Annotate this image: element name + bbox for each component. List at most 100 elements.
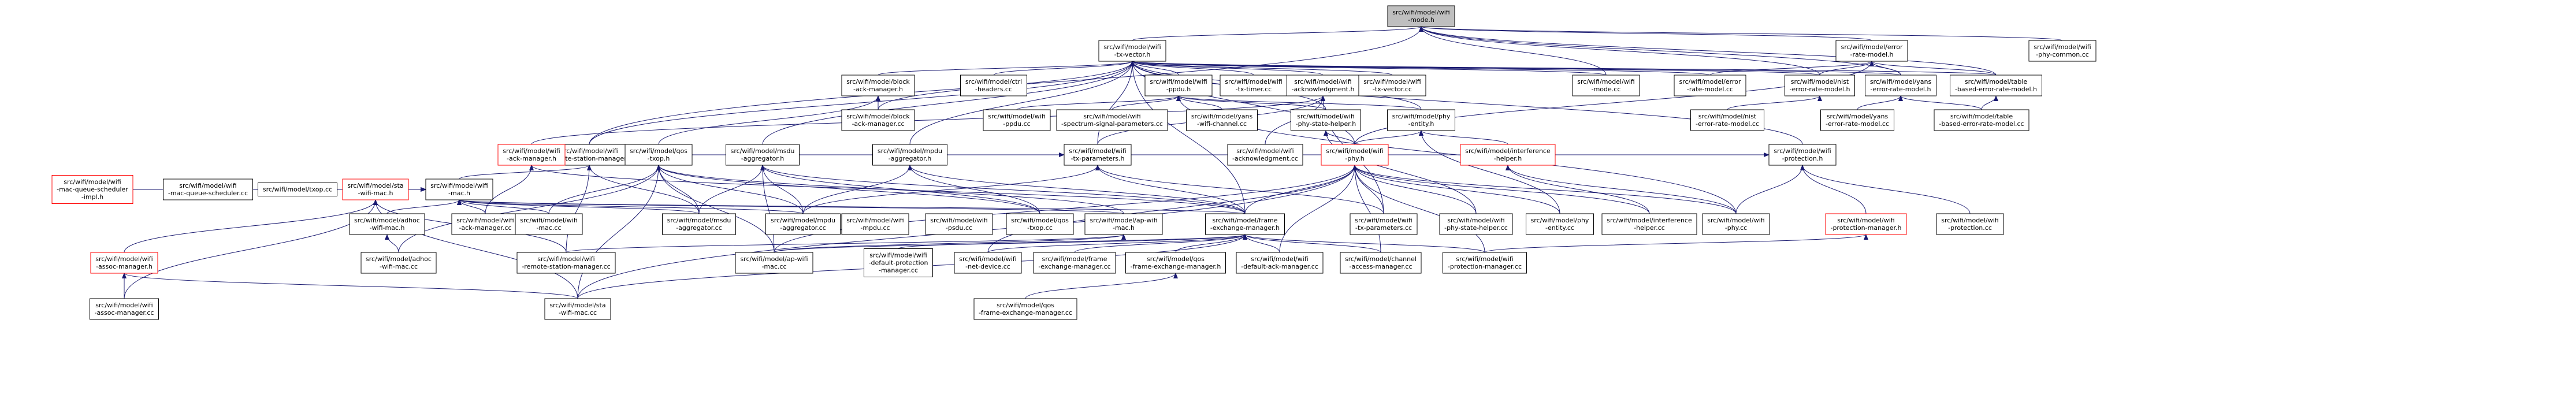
node-txopcc[interactable]: src/wifi/model/txop.cc [258,183,337,196]
node-label-line: src/wifi/model/wifi [179,182,236,189]
node-assoccc[interactable]: src/wifi/model/wifi-assoc-manager.cc [90,298,159,320]
node-mach[interactable]: src/wifi/model/wifi-mac.h [425,178,493,200]
node-label-line: src/wifi/model/wifi [846,217,904,224]
node-phyh[interactable]: src/wifi/model/wifi-phy.h [1321,144,1389,166]
node-rsmcc[interactable]: src/wifi/model/wifi-remote-station-manag… [516,252,616,274]
edge-dacc-to-phyh [1279,165,1357,253]
node-qosfemcc[interactable]: src/wifi/model/qos-frame-exchange-manage… [973,298,1077,320]
edge-nisth-to-root [1419,26,1820,76]
node-mqsh[interactable]: src/wifi/model/wifi-mac-queue-scheduler-… [51,175,133,204]
edge-nistcc-to-nisth [1727,95,1822,110]
node-label-line: -phy.h [1345,155,1364,162]
node-box [1220,75,1288,96]
node-pshh[interactable]: src/wifi/model/wifi-phy-state-helper.h [1291,109,1361,131]
node-qosfemh[interactable]: src/wifi/model/qos-frame-exchange-manage… [1125,252,1226,274]
node-stah[interactable]: src/wifi/model/sta-wifi-mac.h [342,178,409,200]
node-box [925,213,993,235]
node-phycommon[interactable]: src/wifi/model/wifi-phy-common.cc [2028,40,2097,62]
node-errcc[interactable]: src/wifi/model/error-rate-model.cc [1674,75,1746,96]
node-maccc[interactable]: src/wifi/model/wifi-mac.cc [515,213,583,235]
node-femh[interactable]: src/wifi/model/frame-exchange-manager.h [1205,213,1285,235]
node-aph[interactable]: src/wifi/model/ap-wifi-mac.h [1084,213,1163,235]
node-yansh[interactable]: src/wifi/model/yans-error-rate-model.h [1865,75,1936,96]
node-ackmcc[interactable]: src/wifi/model/wifi-ack-manager.cc [451,213,519,235]
node-intfh[interactable]: src/wifi/model/interference-helper.h [1460,144,1556,166]
node-pshcc[interactable]: src/wifi/model/wifi-phy-state-helper.cc [1439,213,1513,235]
node-label-line: -mac.cc [761,263,786,270]
node-femcc[interactable]: src/wifi/model/frame-exchange-manager.cc [1033,252,1116,274]
node-label-line: -assoc-manager.cc [95,309,154,317]
node-spectrum[interactable]: src/wifi/model/wifi-spectrum-signal-para… [1056,109,1168,131]
node-ackh[interactable]: src/wifi/model/wifi-acknowledgment.h [1287,75,1359,96]
node-qoscc[interactable]: src/wifi/model/qos-txop.cc [1006,213,1074,235]
edge-rsmcc-to-rsm [566,165,592,253]
node-msduh[interactable]: src/wifi/model/msdu-aggregator.h [726,144,800,166]
node-txtimer[interactable]: src/wifi/model/wifi-tx-timer.cc [1220,75,1288,96]
node-chacc[interactable]: src/wifi/model/channel-access-manager.cc [1340,252,1422,274]
node-tablecc[interactable]: src/wifi/model/table-based-error-rate-mo… [1934,109,2029,131]
node-nisth[interactable]: src/wifi/model/nist-error-rate-model.h [1785,75,1855,96]
node-label-line: -frame-exchange-manager.h [1131,263,1221,270]
edge-txph-to-txvector [1097,61,1135,145]
node-adhoccc[interactable]: src/wifi/model/adhoc-wifi-mac.cc [360,252,437,274]
node-box [1358,75,1426,96]
node-tableh[interactable]: src/wifi/model/table-based-error-rate-mo… [1950,75,2042,96]
node-phyent[interactable]: src/wifi/model/phy-entity.h [1387,109,1455,131]
node-qosh[interactable]: src/wifi/model/qos-txop.h [625,144,693,166]
node-box [1144,75,1213,96]
node-yanschan[interactable]: src/wifi/model/yans-wifi-channel.cc [1186,109,1258,131]
node-stacc[interactable]: src/wifi/model/sta-wifi-mac.cc [544,298,611,320]
node-phycc[interactable]: src/wifi/model/wifi-phy.cc [1702,213,1770,235]
node-protcc[interactable]: src/wifi/model/wifi-protection.cc [1936,213,2004,235]
node-dacc[interactable]: src/wifi/model/wifi-default-ack-manager.… [1236,252,1324,274]
node-phyentcc[interactable]: src/wifi/model/phy-entity.cc [1526,213,1594,235]
node-psducc[interactable]: src/wifi/model/wifi-psdu.cc [925,213,993,235]
node-errrate[interactable]: src/wifi/model/error-rate-model.h [1835,40,1908,62]
node-ppducc[interactable]: src/wifi/model/wifi-ppdu.cc [983,109,1051,131]
edge-phycc-to-intfh [1506,165,1737,214]
node-txvector[interactable]: src/wifi/model/wifi-tx-vector.h [1098,40,1166,62]
node-box [1702,213,1770,235]
node-protmh[interactable]: src/wifi/model/wifi-protection-manager.h [1825,213,1907,235]
edge-phyentcc-to-phyent [1419,130,1560,214]
node-yanscc[interactable]: src/wifi/model/yans-error-rate-model.cc [1820,109,1894,131]
node-box [726,144,800,166]
node-box [497,144,566,166]
node-box [1125,252,1226,274]
node-label-line: -net-device.cc [965,263,1010,270]
node-box [841,75,915,96]
node-blockack[interactable]: src/wifi/model/block-ack-manager.h [841,75,915,96]
node-adhoch[interactable]: src/wifi/model/adhoc-wifi-mac.h [349,213,425,235]
node-blockcc[interactable]: src/wifi/model/block-ack-manager.cc [841,109,915,131]
node-ppdu[interactable]: src/wifi/model/wifi-ppdu.h [1144,75,1213,96]
node-nistcc[interactable]: src/wifi/model/nist-error-rate-model.cc [1690,109,1764,131]
node-box [1865,75,1936,96]
node-box [1236,252,1324,274]
node-txph[interactable]: src/wifi/model/wifi-tx-parameters.h [1064,144,1132,166]
edge-apcc-to-msduh [760,165,775,253]
node-dpmcc[interactable]: src/wifi/model/wifi-default-protection-m… [864,248,933,277]
node-label-line: -mpdu.cc [860,224,890,232]
node-netdev[interactable]: src/wifi/model/wifi-net-device.cc [954,252,1022,274]
edge-qoscc-to-msduh [760,165,1040,214]
node-txpcc[interactable]: src/wifi/model/wifi-tx-parameters.cc [1350,213,1418,235]
node-mpduh[interactable]: src/wifi/model/mpdu-aggregator.h [872,144,947,166]
node-mpducc[interactable]: src/wifi/model/mpdu-aggregator.cc [765,213,841,235]
edge-femh-to-msduh [760,165,1246,214]
node-modecc[interactable]: src/wifi/model/wifi-mode.cc [1572,75,1640,96]
edge-pshcc-to-phyh [1352,165,1477,214]
node-protmcc[interactable]: src/wifi/model/wifi-protection-manager.c… [1443,252,1527,274]
node-ackmh[interactable]: src/wifi/model/wifi-ack-manager.h [497,144,566,166]
node-msducc[interactable]: src/wifi/model/msdu-aggregator.cc [662,213,736,235]
node-mqscc[interactable]: src/wifi/model/wifi-mac-queue-scheduler.… [163,178,253,200]
node-intfcc[interactable]: src/wifi/model/interference-helper.cc [1601,213,1697,235]
node-wmpducc[interactable]: src/wifi/model/wifi-mpdu.cc [841,213,909,235]
node-txvcc[interactable]: src/wifi/model/wifi-tx-vector.cc [1358,75,1426,96]
node-apcc[interactable]: src/wifi/model/ap-wifi-mac.cc [735,252,813,274]
node-ackhcc[interactable]: src/wifi/model/wifi-acknowledgment.cc [1227,144,1303,166]
node-protech[interactable]: src/wifi/model/wifi-protection.h [1768,144,1837,166]
node-label-line: -assoc-manager.h [96,263,153,270]
node-assoch[interactable]: src/wifi/model/wifi-assoc-manager.h [90,252,158,274]
node-ctrlhdr[interactable]: src/wifi/model/ctrl-headers.cc [960,75,1027,96]
edges-layer [122,26,2063,299]
